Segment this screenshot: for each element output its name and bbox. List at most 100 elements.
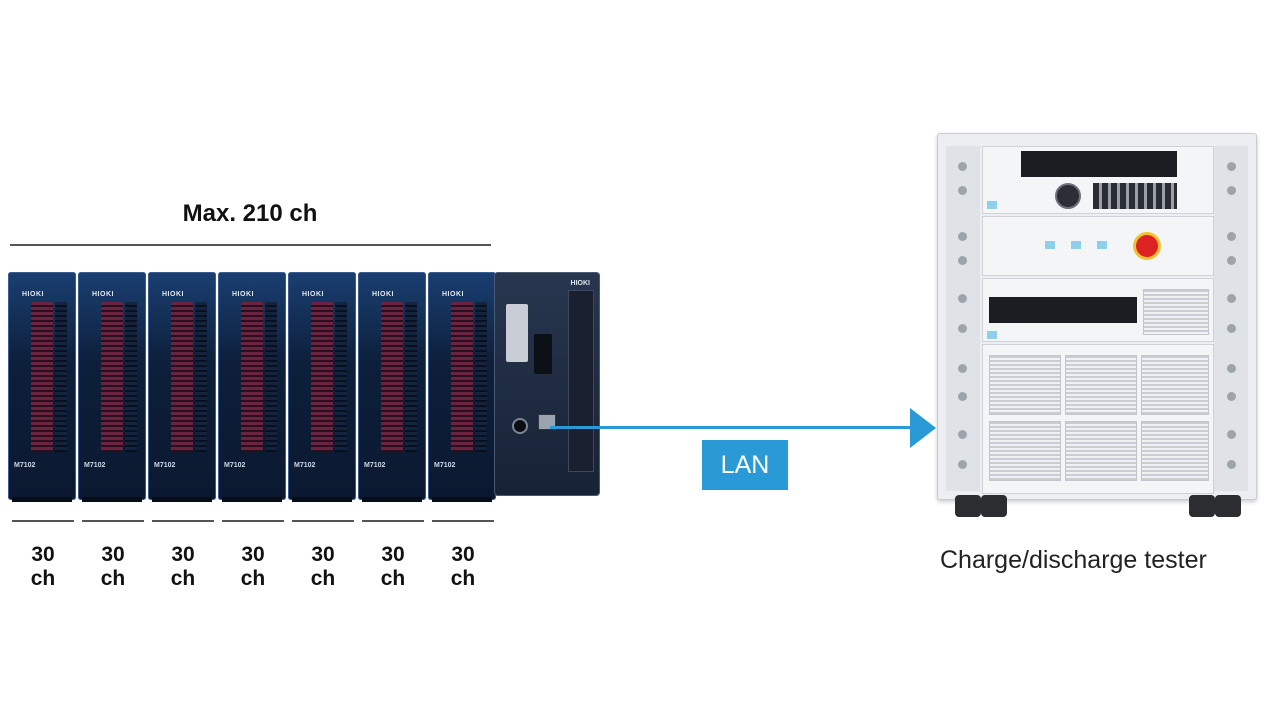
input-module: HIOKI M7102 [428,272,496,502]
tester-label: Charge/discharge tester [940,546,1207,574]
display-panel [1021,151,1177,177]
terminal-block [125,302,137,452]
channel-unit [982,278,1214,342]
lan-connection-line [550,426,914,429]
module-segment-line [432,520,494,522]
power-jack [512,418,528,434]
input-module: HIOKI M7102 [8,272,76,502]
vent-grille [989,421,1061,481]
terminal-block [31,302,53,452]
input-module: HIOKI M7102 [78,272,146,502]
channel-display [989,297,1137,323]
bolt-icon [958,256,967,265]
data-logger-system: HIOKI M7102 HIOKI M7102 HIOKI M7102 HIOK… [8,272,600,502]
module-channel-label: 30 ch [30,543,56,590]
bolt-icon [1227,256,1236,265]
module-segment-line [222,520,284,522]
caster-wheel [955,495,981,517]
module-channel-label: 30 ch [100,543,126,590]
module-model: M7102 [224,462,246,469]
vent-grille [1065,421,1137,481]
vent-grille [1141,421,1209,481]
terminal-block [55,302,67,452]
vent-grille [1141,355,1209,415]
emergency-stop-icon [1133,232,1161,260]
power-unit [982,344,1214,494]
module-model: M7102 [154,462,176,469]
module-brand: HIOKI [232,291,254,298]
terminal-block [101,302,123,452]
caster-wheel [1215,495,1241,517]
bolt-icon [1227,460,1236,469]
status-panel [568,290,594,472]
module-segment-line [152,520,214,522]
bolt-icon [958,364,967,373]
terminal-block [335,302,347,452]
vent-grille [1065,355,1137,415]
module-brand: HIOKI [372,291,394,298]
indicator-light [1097,241,1107,249]
control-knob [1055,183,1081,209]
module-model: M7102 [434,462,456,469]
terminal-block [381,302,403,452]
module-channel-label: 30 ch [380,543,406,590]
module-channel-label: 30 ch [310,543,336,590]
bolt-icon [958,162,967,171]
module-model: M7102 [294,462,316,469]
terminal-block [311,302,333,452]
module-brand: HIOKI [92,291,114,298]
terminal-block [171,302,193,452]
module-model: M7102 [14,462,36,469]
bolt-icon [958,186,967,195]
max-channels-title: Max. 210 ch [182,200,318,227]
module-segment-line [292,520,354,522]
bolt-icon [958,324,967,333]
indicator-light [1071,241,1081,249]
arrow-head-icon [910,408,936,448]
terminal-block [195,302,207,452]
terminal-block [241,302,263,452]
module-brand: HIOKI [162,291,184,298]
lan-label: LAN [702,440,788,490]
bolt-icon [1227,162,1236,171]
control-unit [982,146,1214,214]
bolt-icon [1227,430,1236,439]
module-channel-label: 30 ch [240,543,266,590]
caster-wheel [981,495,1007,517]
bolt-icon [1227,232,1236,241]
input-module: HIOKI M7102 [148,272,216,502]
module-segment-line [12,520,74,522]
terminal-block [451,302,473,452]
indicator-light [987,331,997,339]
bolt-icon [958,430,967,439]
switch-unit [982,216,1214,276]
bolt-icon [1227,324,1236,333]
module-model: M7102 [364,462,386,469]
module-channel-label: 30 ch [450,543,476,590]
bolt-icon [1227,364,1236,373]
terminal-block [475,302,487,452]
module-segment-line [362,520,424,522]
indicator-light [1045,241,1055,249]
module-brand: HIOKI [22,291,44,298]
sd-card-slot [534,334,552,374]
input-module: HIOKI M7102 [288,272,356,502]
terminal-block [405,302,417,452]
input-module: HIOKI M7102 [218,272,286,502]
module-segment-line [82,520,144,522]
bolt-icon [1227,392,1236,401]
bolt-icon [958,294,967,303]
module-brand: HIOKI [302,291,324,298]
channels-bracket-line [10,244,491,246]
vent-grille [1143,289,1209,335]
keypad [1093,183,1177,209]
input-module: HIOKI M7102 [358,272,426,502]
data-logger-unit: HIOKI [494,272,600,496]
module-brand: HIOKI [442,291,464,298]
vent-grille [989,355,1061,415]
bolt-icon [1227,186,1236,195]
connector-bank [506,304,528,362]
module-model: M7102 [84,462,106,469]
module-channel-label: 30 ch [170,543,196,590]
indicator-light [987,201,997,209]
